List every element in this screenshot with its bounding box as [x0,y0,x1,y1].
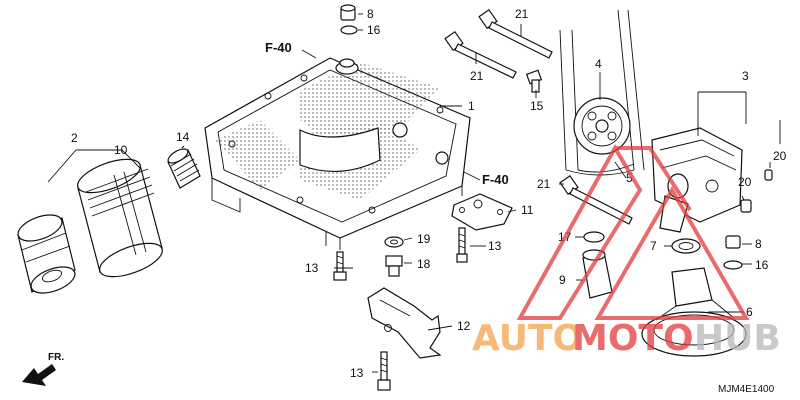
callout-11: 11 [521,203,534,217]
callout-5: 5 [626,171,633,185]
bolt-15 [525,69,543,93]
bolt-13-center [456,227,468,263]
callout-21-mid: 21 [470,69,484,83]
callout-13-left: 13 [305,261,319,275]
oil-pipe-part [167,148,201,189]
o-ring-16-right [723,260,743,270]
bolt-18 [385,255,403,277]
callout-9: 9 [559,273,566,287]
washer-19 [384,236,404,248]
plate-gasket-part [451,193,513,231]
callout-14: 14 [176,130,190,144]
diagram-code: MJM4E1400 [718,384,775,395]
callout-12: 12 [457,319,471,333]
watermark-logo: AUTO MOTO HUB [472,143,781,359]
leader-lines [47,13,781,373]
bolt-21-top [478,8,553,59]
o-ring-17 [583,231,605,243]
callout-7: 7 [650,239,657,253]
callout-20-left: 20 [738,175,752,189]
bolt-21-mid [444,30,517,79]
callout-19: 19 [417,232,431,246]
callout-4: 4 [595,57,602,71]
callout-13-center: 13 [488,239,502,253]
callout-21-right: 21 [537,177,551,191]
watermark-hub: HUB [694,318,781,359]
callout-15: 15 [530,99,544,113]
pin-20-a [740,199,752,213]
callout-10: 10 [114,143,128,157]
drive-chain-part [559,9,645,176]
svg-text:F-40: F-40 [265,40,292,55]
strainer-6 [641,267,747,357]
callout-1: 1 [468,99,475,113]
callout-20-right: 20 [773,149,787,163]
callout-13-bottom: 13 [350,366,364,380]
callout-2: 2 [71,131,78,145]
oil-filter-part [77,158,163,278]
watermark-moto: MOTO [572,318,694,359]
watermark-auto: AUTO [472,318,583,359]
callout-6: 6 [746,305,753,319]
seal-7 [671,238,701,254]
svg-text:F-40: F-40 [482,172,509,187]
bolt-13-bottom [377,351,391,391]
front-arrow-icon [22,364,56,386]
oil-pan-part [204,57,471,250]
sprocket-part [573,97,631,155]
callout-3: 3 [742,69,749,83]
f40-ref-top: F-40 [265,40,317,59]
bracket-part [367,287,442,359]
pin-20-b [764,169,773,181]
washer-8-top [340,4,356,21]
callout-8-top: 8 [367,7,374,21]
callout-18: 18 [417,257,431,271]
front-label: FR. [48,352,64,363]
o-ring-16-top [340,25,358,35]
callout-21-top: 21 [515,7,529,21]
callout-8-right: 8 [755,237,762,251]
bolt-13-left [333,251,347,281]
callout-16-right: 16 [755,258,769,272]
washer-8-right [725,235,741,249]
f40-ref-right: F-40 [463,171,509,187]
callout-16-top: 16 [367,23,381,37]
oil-pump-part [651,127,743,233]
filter-wrench-part [17,214,76,294]
